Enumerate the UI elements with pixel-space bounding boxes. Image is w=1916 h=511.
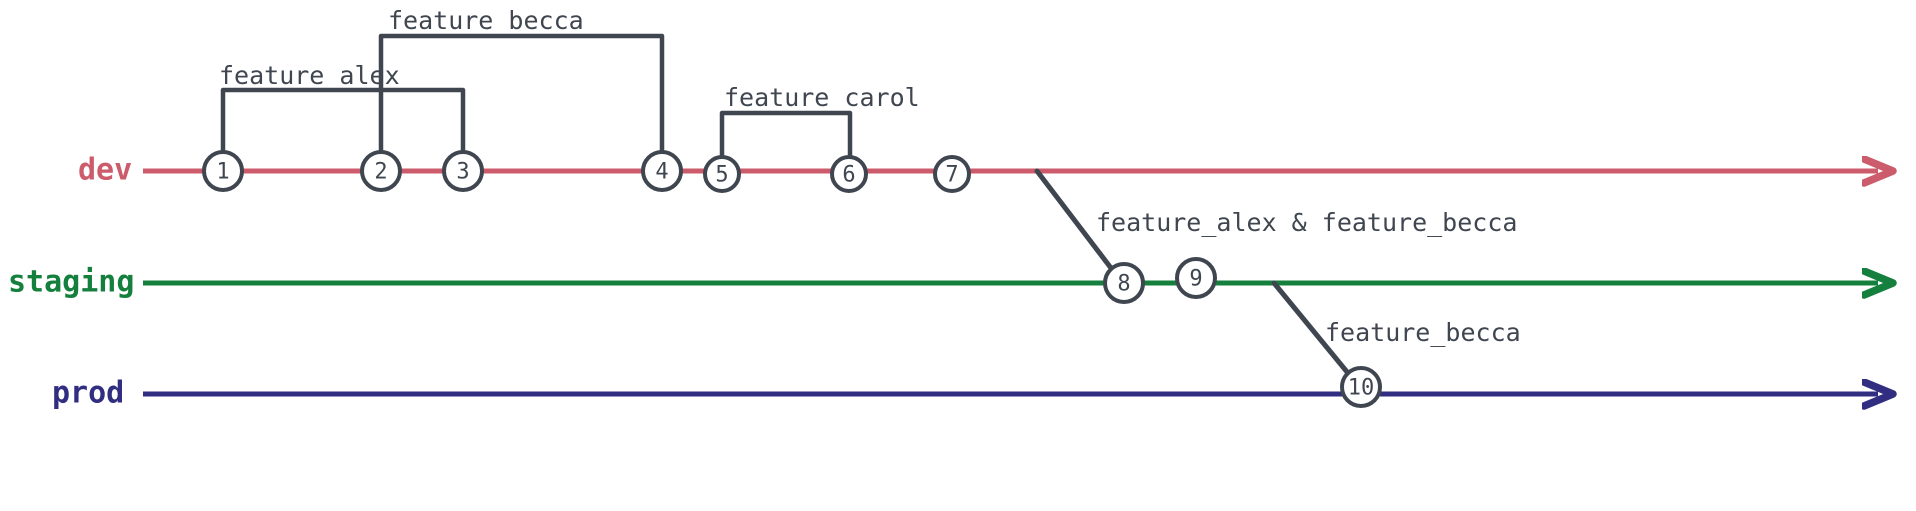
commit-nodes-group: 1 2 3 4 5 6 7 [202,150,1382,408]
branch-label-dev: dev [78,153,132,188]
commit-circle-1[interactable] [202,150,244,192]
commit-circle-5[interactable] [703,155,741,193]
commit-node[interactable]: 5 [703,155,741,193]
commit-label-5: 5 [715,163,728,188]
commit-circle-6[interactable] [830,155,868,193]
commit-circle-10[interactable] [1340,366,1382,408]
merge-edges-group: feature_alex & feature_becca feature_bec… [1034,168,1521,381]
commit-label-4: 4 [655,160,668,185]
merge-edge-staging-to-prod [1271,280,1355,381]
commit-node[interactable]: 4 [641,150,683,192]
commit-node[interactable]: 10 [1340,366,1382,408]
commit-node[interactable]: 1 [202,150,244,192]
commit-label-6: 6 [842,163,855,188]
commit-node[interactable]: 2 [360,150,402,192]
branch-label-staging: staging [8,265,134,300]
commit-node[interactable]: 9 [1175,257,1217,299]
feature-label-carol: feature_carol [724,83,920,112]
feature-bracket-carol [719,110,853,161]
commit-label-7: 7 [945,163,958,188]
merge-edge-dev-to-staging [1034,168,1117,275]
feature-bracket-alex [220,87,466,157]
commit-label-9: 9 [1189,267,1202,292]
feature-label-alex: feature_alex [219,61,400,90]
commit-label-1: 1 [216,160,229,185]
commit-label-8: 8 [1117,272,1130,297]
commit-circle-4[interactable] [641,150,683,192]
commit-label-3: 3 [456,160,469,185]
commit-circle-2[interactable] [360,150,402,192]
commit-node[interactable]: 7 [933,155,971,193]
commit-circle-9[interactable] [1175,257,1217,299]
branch-lines-group [143,171,1878,394]
commit-node[interactable]: 8 [1103,262,1145,304]
merge-label-staging-to-prod: feature_becca [1325,318,1521,347]
branch-label-prod: prod [52,376,124,411]
commit-circle-8[interactable] [1103,262,1145,304]
commit-circle-3[interactable] [442,150,484,192]
commit-node[interactable]: 6 [830,155,868,193]
commit-label-2: 2 [374,160,387,185]
branch-labels-group: dev staging prod [8,153,134,411]
feature-label-becca: feature_becca [388,6,584,35]
commit-label-10: 10 [1348,376,1375,401]
commit-node[interactable]: 3 [442,150,484,192]
commit-circle-7[interactable] [933,155,971,193]
feature-bracket-becca [378,33,665,157]
feature-brackets-group [220,33,853,161]
feature-labels-group: feature_alex feature_becca feature_carol [219,6,920,112]
merge-label-dev-to-staging: feature_alex & feature_becca [1096,208,1517,237]
